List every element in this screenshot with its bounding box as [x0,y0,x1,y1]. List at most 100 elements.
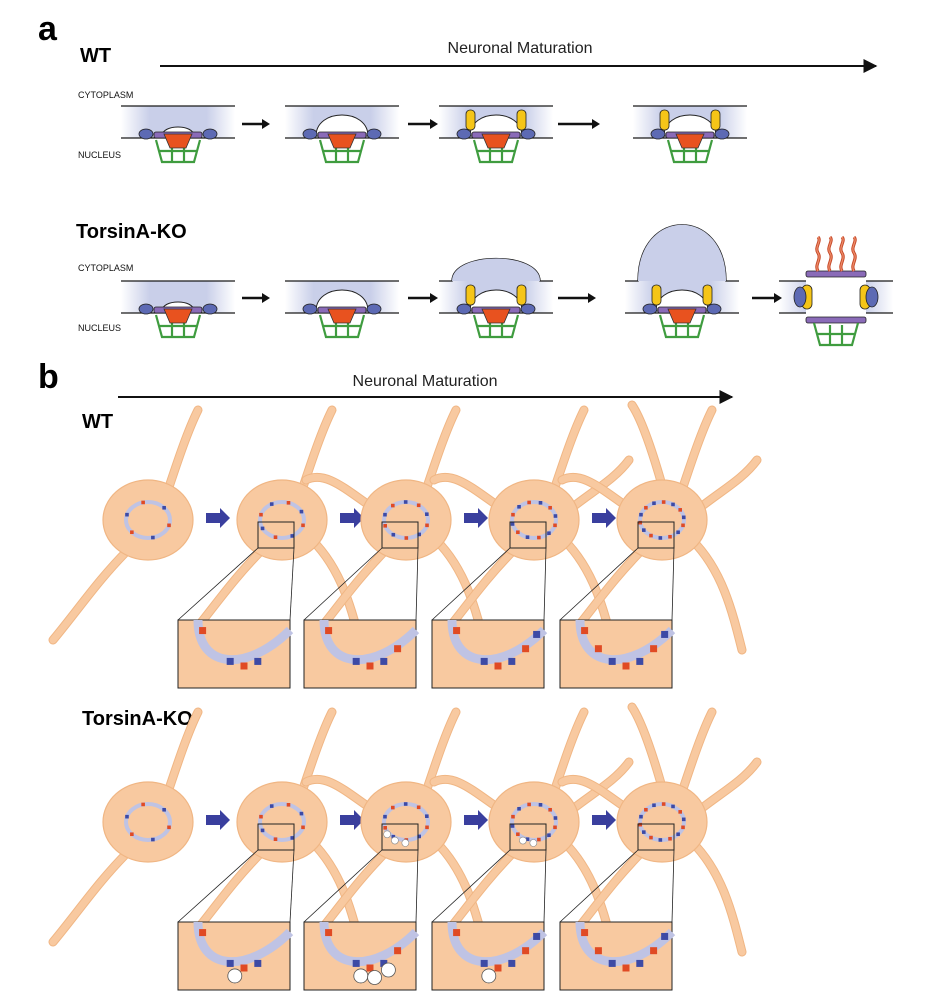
panel-b-ko-nucleus-2-npc-5 [269,804,274,808]
panel-b-ko-nucleus-5-npc-13 [681,817,686,822]
panel-b-wt-zoom-box-3 [381,521,419,549]
panel-b-ko-inset-3-npc-0 [325,929,333,937]
panel-b-ko-inset-3-bleb-0 [353,968,369,984]
panel-a-ko-stage-5-filament-core-0 [816,236,820,272]
panel-a-wt-stage-4-torsin-r [710,109,721,131]
panel-b-ko-inset-5-npc-3 [636,959,644,967]
panel-a-ko-stage-4 [625,224,739,339]
panel-a-ko-stage-4-central-channel [667,308,697,324]
panel-b-ko-zoom-box-4 [509,823,547,851]
panel-b-wt-nucleus-2-npc-7 [299,509,304,514]
panel-b: b Neuronal Maturation WT TorsinA-KO [38,358,762,991]
panel-b-ko-nucleus-1-npc-3 [125,814,129,819]
panel-b-wt-nucleus-4-npc-11 [553,514,558,518]
panel-b-wt-nucleus-4-npc-7 [517,504,521,509]
panel-b-wt-nucleus-3-npc-3 [391,532,396,537]
panel-a-wt-stage-1 [121,105,235,164]
panel-b-ko-neuron-5-soma [616,781,708,863]
panel-b-ko-nucleus-4-npc-3 [525,837,530,841]
panel-b-ko-inset-4-npc-4 [522,947,530,955]
panel-b-ko-nucleus-5-npc-6 [638,822,643,827]
panel-a-wt-stage-3-torsin-l [465,109,476,131]
panel-a-ko-step-arrow-4-head [774,293,782,303]
panel-b-ko-nucleus-1-npc-2 [130,832,134,837]
panel-b-wt-neuron-5 [557,400,762,655]
panel-b-wt-zoom-line-r-2 [289,547,295,621]
panel-a-ko-nucleus-label: NUCLEUS [78,323,121,333]
panel-b-wt-inset-3-npc-1 [352,657,360,665]
panel-b-ko-nucleus-4-npc-8 [527,802,531,807]
panel-b-wt-zoom-box-2 [257,521,295,549]
panel-a-wt-stage-4-knob-l [650,128,666,140]
panel-b-wt-nucleus-3-npc-4 [383,524,387,528]
panel-b-wt-nucleus-4-npc-3 [525,535,530,539]
panel-a-ko-stage-4-torsin-l [651,284,662,306]
panel-a-ko-stage-5-nuc-ring [805,316,867,324]
panel-b-ko-nucleus-4-npc-6 [511,814,515,819]
panel-b-ko-inset-3-bleb-2 [380,962,396,978]
panel-b-wt-nucleus-2-npc-5 [269,502,274,506]
panel-b-wt-inset-4-npc-4 [522,645,530,653]
panel-b-ko-nucleus-3-npc-0 [425,825,429,830]
panel-b-ko-nucleus-3-npc-5 [383,814,387,819]
panel-b-wt-zoom-line-l-5 [559,547,639,621]
panel-b-ko-nucleus-1-npc-1 [151,837,155,842]
panel-b-ko-nucleus-2-npc-4 [259,814,263,819]
panel-b-wt-nucleus-2-npc-6 [286,501,291,505]
panel-b-wt-neuron-4-soma [488,479,580,561]
panel-b-wt-nucleus-3-npc-6 [391,503,395,508]
panel-b-ko-nucleus-5-npc-0 [681,825,685,830]
panel-a-wt-nucleus-label: NUCLEUS [78,150,121,160]
panel-a-wt-cytoplasm-label: CYTOPLASM [78,90,133,100]
panel-b-ko-nucleus-4-bleb-1 [519,836,527,845]
panel-b-ko-neuron-3-soma [360,781,452,863]
panel-b-ko-neuron-4-process-fill-1 [550,708,588,796]
panel-b-wt-nucleus-5-npc-13 [681,515,686,520]
panel-b-wt-nucleus-3-npc-2 [404,536,409,540]
panel-b-wt-nucleus-5-npc-6 [638,520,643,525]
panel-a-ko-stage-4-bleb-lumen [638,224,726,281]
panel-b-wt-neuron-5-process-fill-1 [678,406,716,494]
panel-b-ko-zoom-line-l-3 [303,849,383,923]
panel-b-wt-row [48,400,762,689]
panel-b-ko-nucleus-2-npc-6 [286,803,291,807]
panel-b-ko-inset-4 [431,921,548,991]
panel-b-ko-nucleus-5-npc-1 [676,832,680,837]
panel-b-wt-inset-4-npc-0 [453,627,461,635]
panel-b-wt-nucleus-1-npc-3 [125,512,129,517]
panel-b-ko-zoom-line-l-5 [559,849,639,923]
panel-b-wt-inset-2-npc-2 [240,662,248,670]
panel-b-wt-nucleus-5-npc-8 [644,505,648,510]
panel-b-ko-neuron-1-soma [102,781,194,863]
panel-b-wt-nucleus-4-npc-10 [548,505,552,510]
panel-a-ko-stage-5 [779,235,893,347]
panel-b-ko-nucleus-5-npc-11 [671,804,675,809]
panel-a-wt-stage-2-central-channel [327,133,357,149]
panel-a-ko-row [121,224,893,347]
panel-b-ko-nucleus-5-npc-4 [649,835,653,840]
panel-b-ko-step-arrow-2 [340,810,364,830]
panel-b-ko-nucleus-3-npc-6 [391,805,395,810]
panel-b-wt-neuron-1 [48,405,203,645]
panel-b-wt-inset-2-frame [177,619,291,689]
panel-b-wt-zoom-line-r-5 [671,547,675,621]
panel-a-ko-title: TorsinA-KO [76,221,187,243]
panel-b-wt-nucleus-1-npc-5 [162,505,166,510]
panel-b-ko-nucleus-3-bleb-1 [391,836,399,845]
panel-b-ko-inset-3 [303,921,420,991]
panel-b-ko-inset-4-bleb-0 [481,968,497,984]
panel-b-ko-nucleus-4-npc-2 [537,837,541,842]
panel-a-wt-step-arrow-3-head [592,119,600,129]
panel-b-wt-step-arrow-4 [592,508,616,528]
panel-b-ko-inset-3-bleb-1 [367,970,383,985]
panel-b-wt-nucleus-3-npc-9 [425,512,429,516]
panel-b-ko-inset-4-npc-3 [508,959,516,967]
panel-a-wt-stage-2-knob-r [366,128,382,140]
panel-b-maturation-label: Neuronal Maturation [353,373,498,390]
panel-b-wt-zoom-box-5 [637,521,675,549]
panel-b-ko-inset-5-npc-2 [622,964,630,972]
panel-b-ko-nucleus-4-npc-10 [548,807,552,812]
panel-b-ko-inset-3-npc-4 [394,947,402,955]
panel-a-wt-stage-2 [285,105,399,164]
panel-b-wt-nucleus-4-npc-2 [537,535,541,540]
